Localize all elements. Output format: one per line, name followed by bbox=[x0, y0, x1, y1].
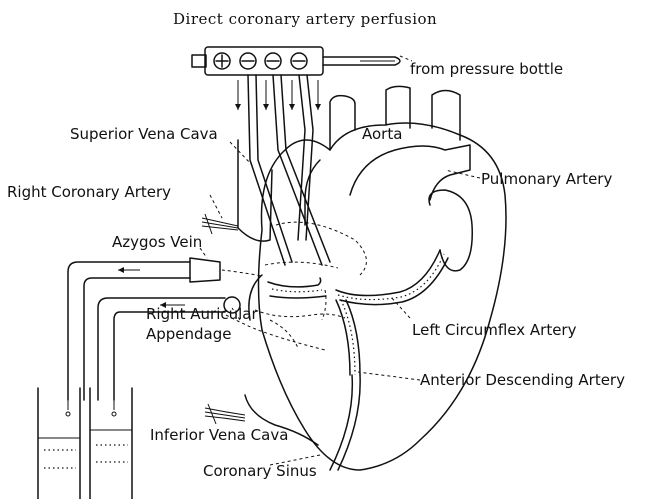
figure-title: Direct coronary artery perfusion bbox=[173, 10, 437, 28]
stopcock-3 bbox=[265, 53, 281, 69]
collection-cylinder-right bbox=[90, 388, 132, 499]
label-right-auricular-2: Appendage bbox=[146, 325, 232, 343]
label-anterior-descending-artery: Anterior Descending Artery bbox=[420, 371, 625, 389]
label-right-coronary-artery: Right Coronary Artery bbox=[7, 183, 171, 201]
leader-lines bbox=[200, 56, 480, 465]
label-coronary-sinus: Coronary Sinus bbox=[203, 462, 317, 480]
label-right-auricular-1: Right Auricular bbox=[146, 305, 258, 323]
stopcock-2 bbox=[240, 53, 256, 69]
manifold bbox=[192, 47, 400, 75]
label-inferior-vena-cava: Inferior Vena Cava bbox=[150, 426, 288, 444]
label-pressure-bottle: from pressure bottle bbox=[410, 60, 563, 78]
label-pulmonary-artery: Pulmonary Artery bbox=[481, 170, 612, 188]
right-coronary-catheter bbox=[202, 214, 238, 234]
collection-cylinder-left bbox=[38, 388, 80, 499]
perfusion-tubes bbox=[238, 75, 330, 265]
label-left-circumflex-artery: Left Circumflex Artery bbox=[412, 321, 577, 339]
label-aorta: Aorta bbox=[362, 125, 402, 143]
label-azygos-vein: Azygos Vein bbox=[112, 233, 202, 251]
ivc-catheter bbox=[205, 404, 245, 424]
label-superior-vena-cava: Superior Vena Cava bbox=[70, 125, 218, 143]
stopcock-4 bbox=[291, 53, 307, 69]
stopcock-1 bbox=[214, 53, 230, 69]
